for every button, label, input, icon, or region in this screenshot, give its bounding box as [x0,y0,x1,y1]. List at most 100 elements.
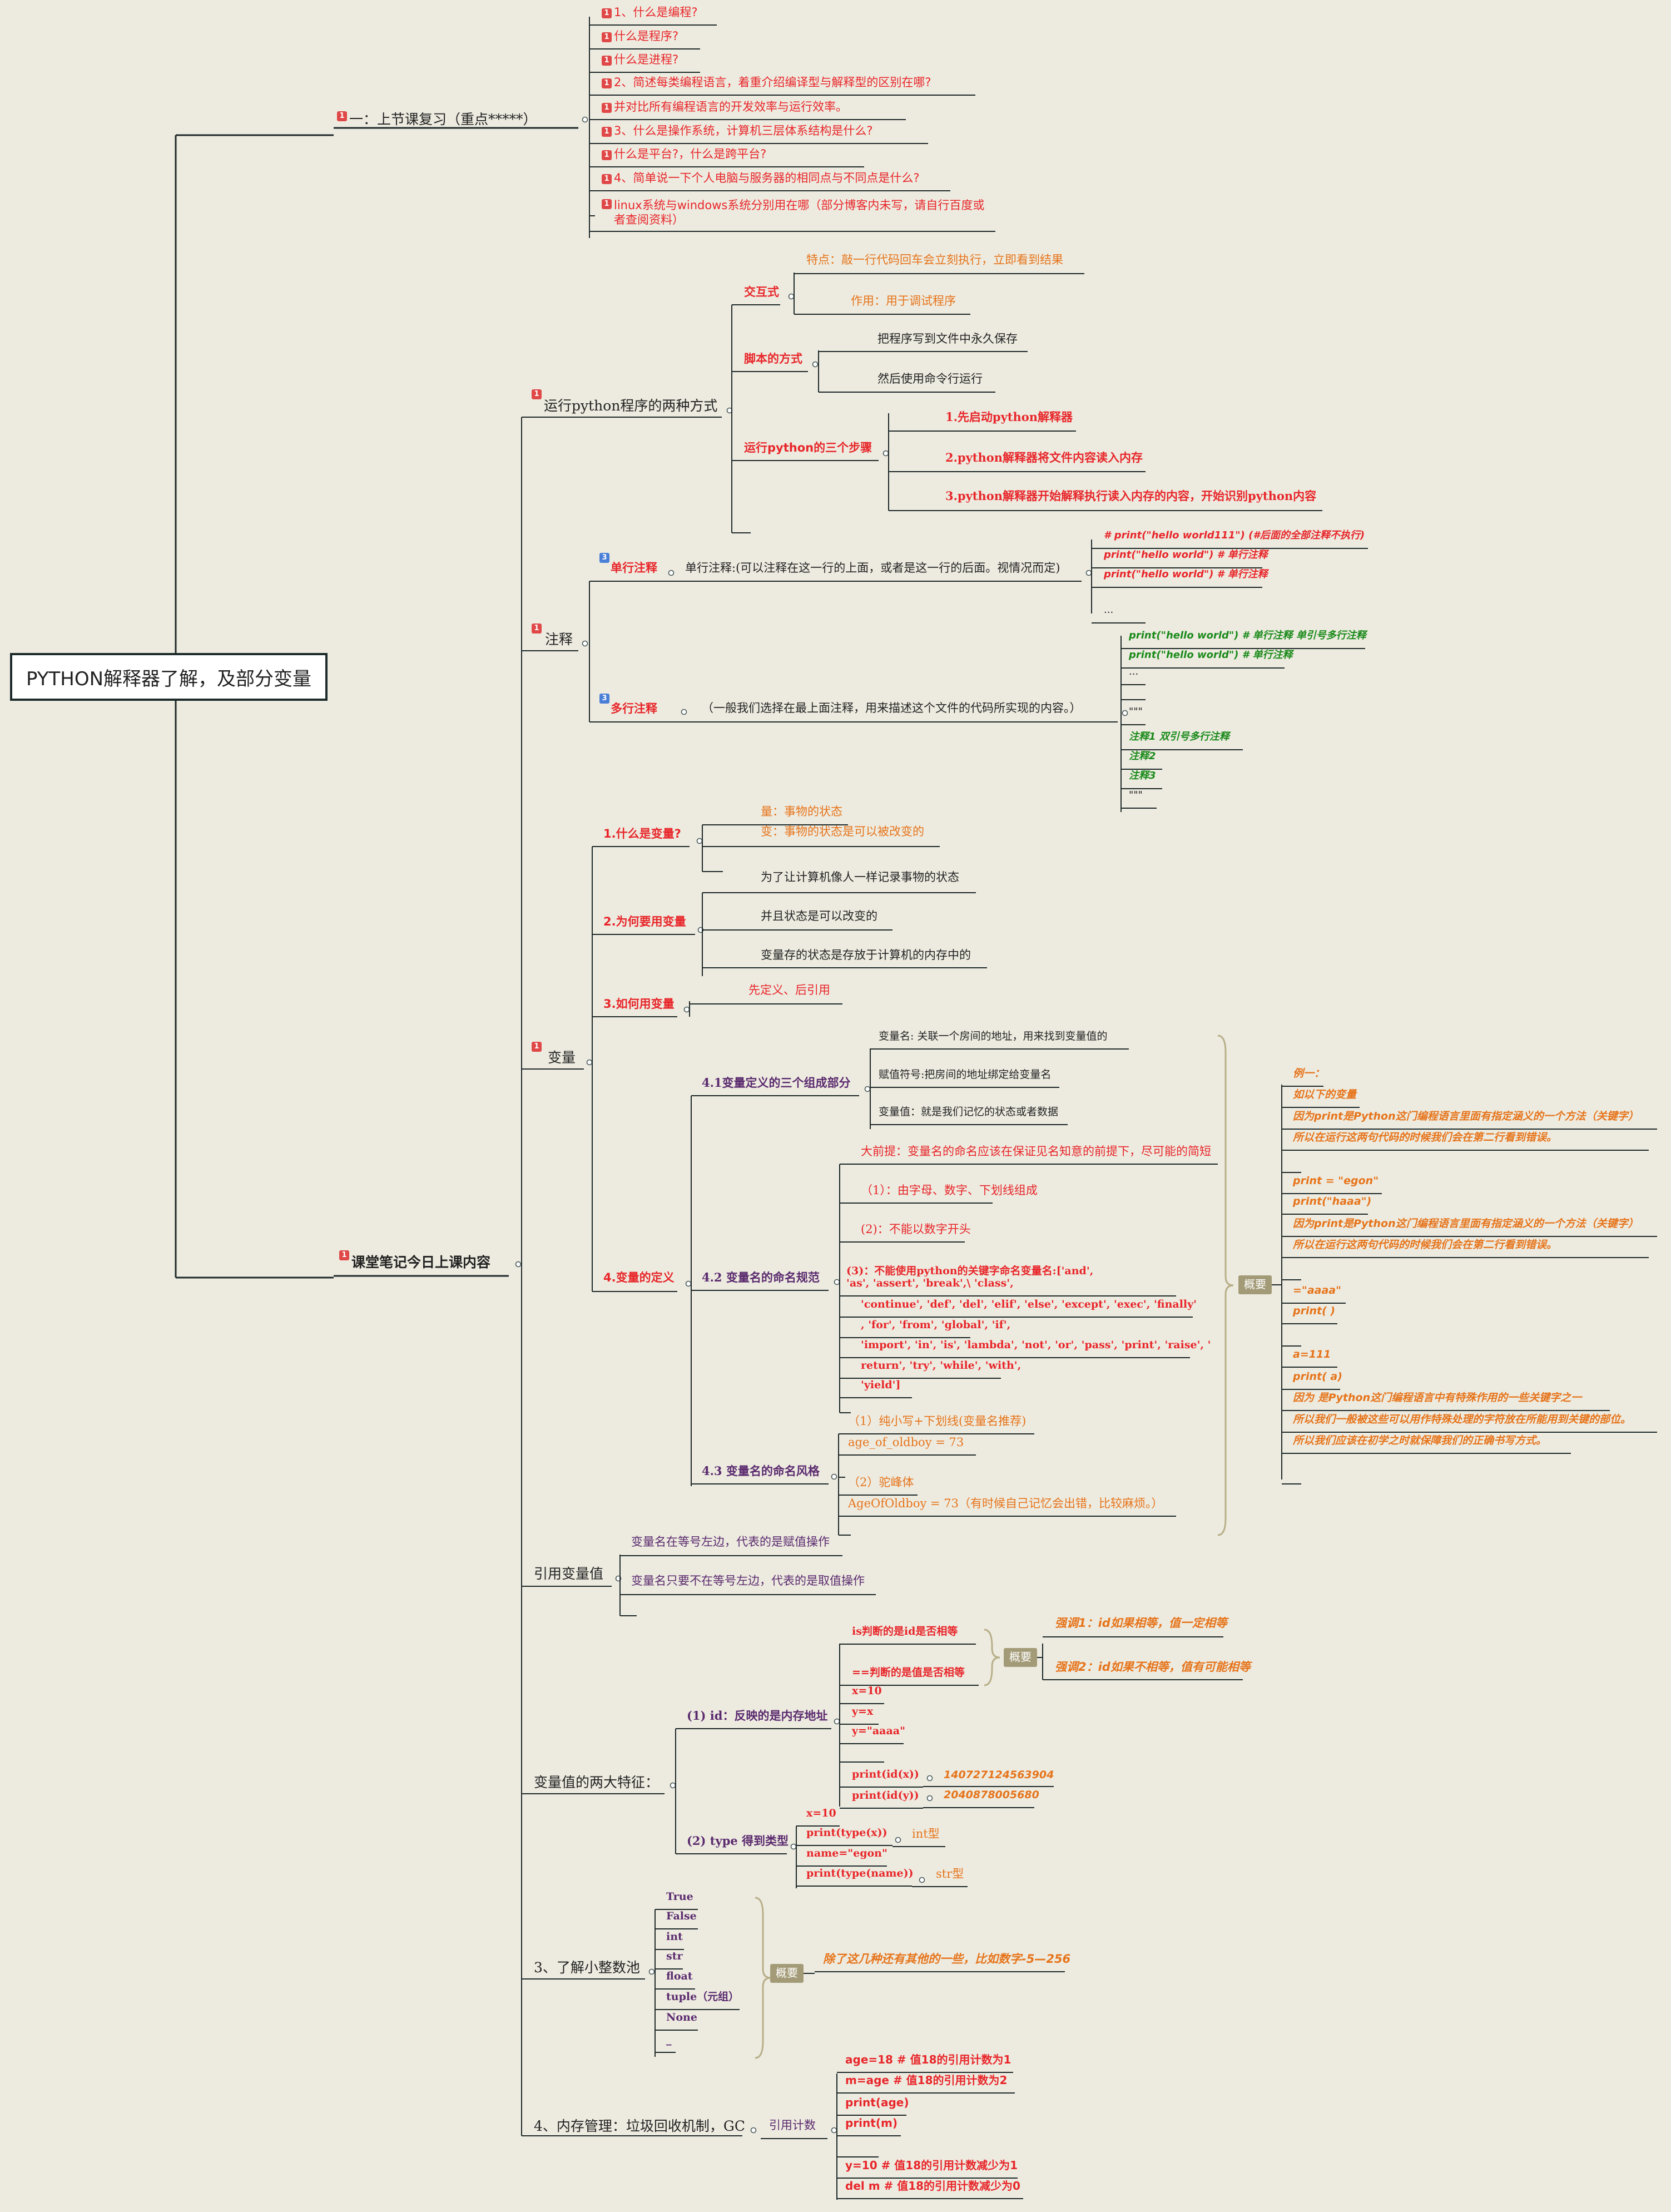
var-how[interactable]: 3.如何用变量 [603,997,675,1011]
gc-item[interactable]: m=age # 值18的引用计数为2 [845,2074,1008,2087]
variable-summary-line[interactable]: 如以下的变量 [1293,1088,1357,1101]
variable-summary-line[interactable]: ="aaaa" [1293,1284,1342,1296]
ref-item[interactable]: 变量名在等号左边，代表的是赋值操作 [631,1535,830,1548]
pool-item[interactable]: None [666,2011,697,2023]
interactive-item[interactable]: 特点：敲一行代码回车会立刻执行，立即看到结果 [806,253,1063,266]
pool-title[interactable]: 3、了解小整数池 [534,1959,640,1976]
id-item[interactable]: y=x [852,1705,874,1718]
var-d42-item[interactable]: （1）：由字母、数字、下划线组成 [861,1184,1038,1197]
multi-comment-code[interactable]: 注释2 [1129,750,1156,762]
gc-item[interactable]: y=10 # 值18的引用计数减少为1 [845,2159,1018,2172]
var-what-item[interactable]: 量：事物的状态 [761,805,842,818]
id-item[interactable]: ==判断的是值是否相等 [852,1666,965,1679]
review-title[interactable]: 一：上节课复习（重点*****） [349,111,537,127]
var-d42-item[interactable]: return', 'try', 'while', 'with', [861,1359,1022,1372]
single-comment-code[interactable]: print("hello world") # 单行注释 [1104,568,1268,580]
var-d42-item[interactable]: (3)：不能使用python的关键字命名变量名:['and', [846,1265,1094,1277]
script-item[interactable]: 把程序写到文件中永久保存 [877,332,1018,345]
root-topic[interactable]: PYTHON解释器了解，及部分变量 [10,653,328,701]
variable-summary-line[interactable]: 所以在运行这两句代码的时候我们会在第二行看到错误。 [1293,1239,1558,1251]
variable-summary-line[interactable]: a=111 [1293,1348,1331,1360]
multi-comment-code[interactable]: print("hello world") # 单行注释 [1129,649,1293,661]
var-d42-item[interactable]: , 'for', 'from', 'global', 'if', [861,1319,1011,1331]
id-item[interactable]: print(id(x)) [852,1768,919,1780]
review-item[interactable]: 什么是程序? [614,29,679,43]
features-title[interactable]: 变量值的两大特征： [534,1774,660,1790]
variable-summary-line[interactable]: 因为 是Python这门编程语言中有特殊作用的一些关键字之一 [1293,1392,1582,1404]
variable-summary-line[interactable]: print = "egon" [1293,1175,1379,1187]
id-value[interactable]: 2040878005680 [944,1789,1039,1801]
today-title[interactable]: 课堂笔记今日上课内容 [351,1254,491,1270]
single-comment-code[interactable]: ... [1104,604,1114,616]
var-what-item[interactable]: 变：事物的状态是可以被改变的 [761,825,924,838]
variable-title[interactable]: 变量 [548,1050,576,1066]
type-item[interactable]: x=10 [806,1807,836,1819]
pool-item[interactable]: str [666,1950,683,1962]
type-item[interactable]: name="egon" [806,1847,887,1859]
pool-summary[interactable]: 除了这几种还有其他的一些，比如数字-5—256 [823,1952,1071,1966]
single-comment-desc[interactable]: 单行注释:(可以注释在这一行的上面，或者是这一行的后面。视情况而定) [685,561,1060,575]
var-d43-item[interactable]: AgeOfOldboy = 73（有时候自己记忆会出错，比较麻烦。） [848,1497,1163,1510]
variable-summary-line[interactable]: print( ) [1293,1305,1336,1317]
var-why-item[interactable]: 为了让计算机像人一样记录事物的状态 [761,870,959,884]
pool-item[interactable]: True [666,1891,693,1903]
type-value[interactable]: int型 [912,1827,940,1840]
id-summary[interactable]: 强调2：id如果不相等，值有可能相等 [1055,1660,1251,1674]
interactive-item[interactable]: 作用：用于调试程序 [851,294,956,308]
var-d41[interactable]: 4.1变量定义的三个组成部分 [702,1076,851,1090]
single-comment-code[interactable]: # print("hello world111") (#后面的全部注释不执行) [1104,530,1365,541]
var-d43-item[interactable]: （2）驼峰体 [848,1476,914,1489]
single-comment-code[interactable]: print("hello world") # 单行注释 [1104,549,1268,561]
id-title[interactable]: (1) id：反映的是内存地址 [687,1709,828,1723]
gc-title[interactable]: 4、内存管理：垃圾回收机制，GC [534,2118,746,2134]
var-how-item[interactable]: 先定义、后引用 [748,983,830,997]
review-item[interactable]: 2、简述每类编程语言，着重介绍编译型与解释型的区别在哪? [614,76,931,89]
ref-item[interactable]: 变量名只要不在等号左边，代表的是取值操作 [631,1574,865,1587]
var-d42-item[interactable]: 'yield'] [861,1379,901,1391]
id-item[interactable]: x=10 [852,1685,882,1697]
pool-item[interactable]: tuple（元组） [666,1991,740,2003]
pool-item[interactable]: float [666,1970,693,1982]
review-item[interactable]: 3、什么是操作系统，计算机三层体系结构是什么? [614,124,873,137]
var-d43[interactable]: 4.3 变量名的命名风格 [702,1464,820,1478]
var-why-item[interactable]: 变量存的状态是存放于计算机的内存中的 [761,948,971,962]
comment-title[interactable]: 注释 [545,631,573,647]
variable-summary-line[interactable]: 所以我们一般被这些可以用作特殊处理的字符放在所能用到关键的部位。 [1293,1413,1632,1426]
multi-comment-label[interactable]: 多行注释 [611,702,657,715]
multi-comment-code[interactable]: print("hello world") # 单行注释 单引号多行注释 [1129,630,1366,641]
multi-comment-desc[interactable]: （一般我们选择在最上面注释，用来描述这个文件的代码所实现的内容。） [702,701,1082,715]
gc-item[interactable]: print(age) [845,2096,909,2109]
summary-label[interactable]: 概要 [770,1964,804,1983]
id-item[interactable]: is判断的是id是否相等 [852,1625,958,1637]
ref-title[interactable]: 引用变量值 [534,1566,604,1582]
var-d42-item[interactable]: 'continue', 'def', 'del', 'elif', 'else'… [861,1298,1197,1310]
multi-comment-code[interactable]: """ [1129,706,1143,717]
var-d42-item[interactable]: 大前提：变量名的命名应该在保证见名知意的前提下，尽可能的简短 [861,1145,1211,1158]
summary-label[interactable]: 概要 [1238,1275,1272,1294]
variable-summary-line[interactable]: 所以在运行这两句代码的时候我们会在第二行看到错误。 [1293,1131,1558,1144]
pool-item[interactable]: int [666,1931,683,1943]
review-item[interactable]: 并对比所有编程语言的开发效率与运行效率。 [614,100,847,113]
review-item[interactable]: 什么是平台?，什么是跨平台? [614,147,767,161]
var-def[interactable]: 4.变量的定义 [603,1271,675,1284]
variable-summary-line[interactable]: 因为print是Python这门编程语言里面有指定涵义的一个方法（关键字） [1293,1110,1639,1122]
run-title[interactable]: 运行python程序的两种方式 [544,398,718,414]
review-item[interactable]: linux系统与windows系统分别用在哪（部分博客内未写，请自行百度或者查阅… [614,199,985,226]
var-d42-item[interactable]: (2)：不能以数字开头 [861,1223,971,1236]
variable-summary-line[interactable]: 因为print是Python这门编程语言里面有指定涵义的一个方法（关键字） [1293,1218,1639,1230]
var-why-item[interactable]: 并且状态是可以改变的 [761,909,877,923]
step-item[interactable]: 3.python解释器开始解释执行读入内存的内容，开始识别python内容 [945,489,1317,503]
id-item[interactable]: y="aaaa" [852,1725,906,1737]
var-d41-item[interactable]: 变量名: 关联一个房间的地址，用来找到变量值的 [879,1030,1108,1042]
type-title[interactable]: (2) type 得到类型 [687,1834,789,1848]
variable-summary-line[interactable]: print("haaa") [1293,1195,1372,1208]
var-d43-item[interactable]: age_of_oldboy = 73 [848,1436,964,1449]
type-value[interactable]: str型 [936,1867,964,1881]
id-summary[interactable]: 强调1：id如果相等，值一定相等 [1055,1616,1227,1630]
step-item[interactable]: 1.先启动python解释器 [945,410,1073,424]
var-d42-item[interactable]: 'import', 'in', 'is', 'lambda', 'not', '… [861,1339,1211,1351]
multi-comment-code[interactable]: 注释1 双引号多行注释 [1129,731,1229,743]
var-d41-item[interactable]: 赋值符号:把房间的地址绑定给变量名 [879,1068,1052,1081]
summary-label[interactable]: 概要 [1004,1648,1037,1667]
var-d43-item[interactable]: （1）纯小写+下划线(变量名推荐) [848,1414,1027,1428]
